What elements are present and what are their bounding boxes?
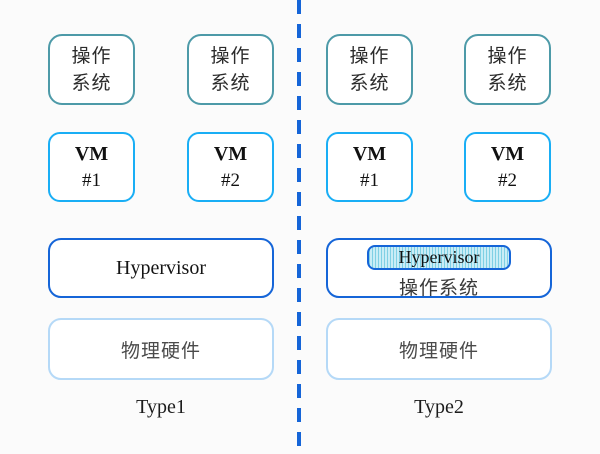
vm-label: VM [352,143,387,166]
physical-hardware-label: 物理硬件 [398,339,479,362]
type1-vm-box-1[interactable]: VM #1 [48,132,135,202]
guest-os-label-line1: 操作 [487,44,528,67]
guest-os-label-line1: 操作 [210,44,251,67]
type1-guest-os-box-2[interactable]: 操作 系统 [187,34,274,105]
guest-os-label-line2: 系统 [349,71,390,94]
vm-number: #2 [498,169,517,191]
guest-os-label-line2: 系统 [210,71,251,94]
type1-physical-hardware-box[interactable]: 物理硬件 [48,318,274,380]
type1-guest-os-box-1[interactable]: 操作 系统 [48,34,135,105]
physical-hardware-label: 物理硬件 [120,339,201,362]
type2-vm-box-2[interactable]: VM #2 [464,132,551,202]
type2-physical-hardware-box[interactable]: 物理硬件 [326,318,552,380]
type2-vm-box-1[interactable]: VM #1 [326,132,413,202]
hypervisor-label: Hypervisor [116,256,206,279]
guest-os-label-line2: 系统 [487,71,528,94]
type2-caption: Type2 [414,396,464,418]
type1-vm-box-2[interactable]: VM #2 [187,132,274,202]
guest-os-label-line1: 操作 [71,44,112,67]
hypervisor-label: Hypervisor [398,247,480,267]
vm-number: #1 [360,169,379,191]
guest-os-label-line2: 系统 [71,71,112,94]
type2-host-os-box[interactable]: Hypervisor 操作系统 [326,238,552,299]
vm-label: VM [74,143,109,166]
host-os-label: 操作系统 [398,277,479,299]
guest-os-label-line1: 操作 [349,44,390,67]
type2-guest-os-box-1[interactable]: 操作 系统 [326,34,413,105]
vm-label: VM [490,143,525,166]
vm-number: #1 [82,169,101,191]
vertical-dashed-divider [297,0,301,454]
type1-caption: Type1 [136,396,186,418]
vm-label: VM [213,143,248,166]
type2-hypervisor-chip[interactable]: Hypervisor [367,245,511,270]
type1-hypervisor-box[interactable]: Hypervisor [48,238,274,298]
vm-number: #2 [221,169,240,191]
type2-guest-os-box-2[interactable]: 操作 系统 [464,34,551,105]
